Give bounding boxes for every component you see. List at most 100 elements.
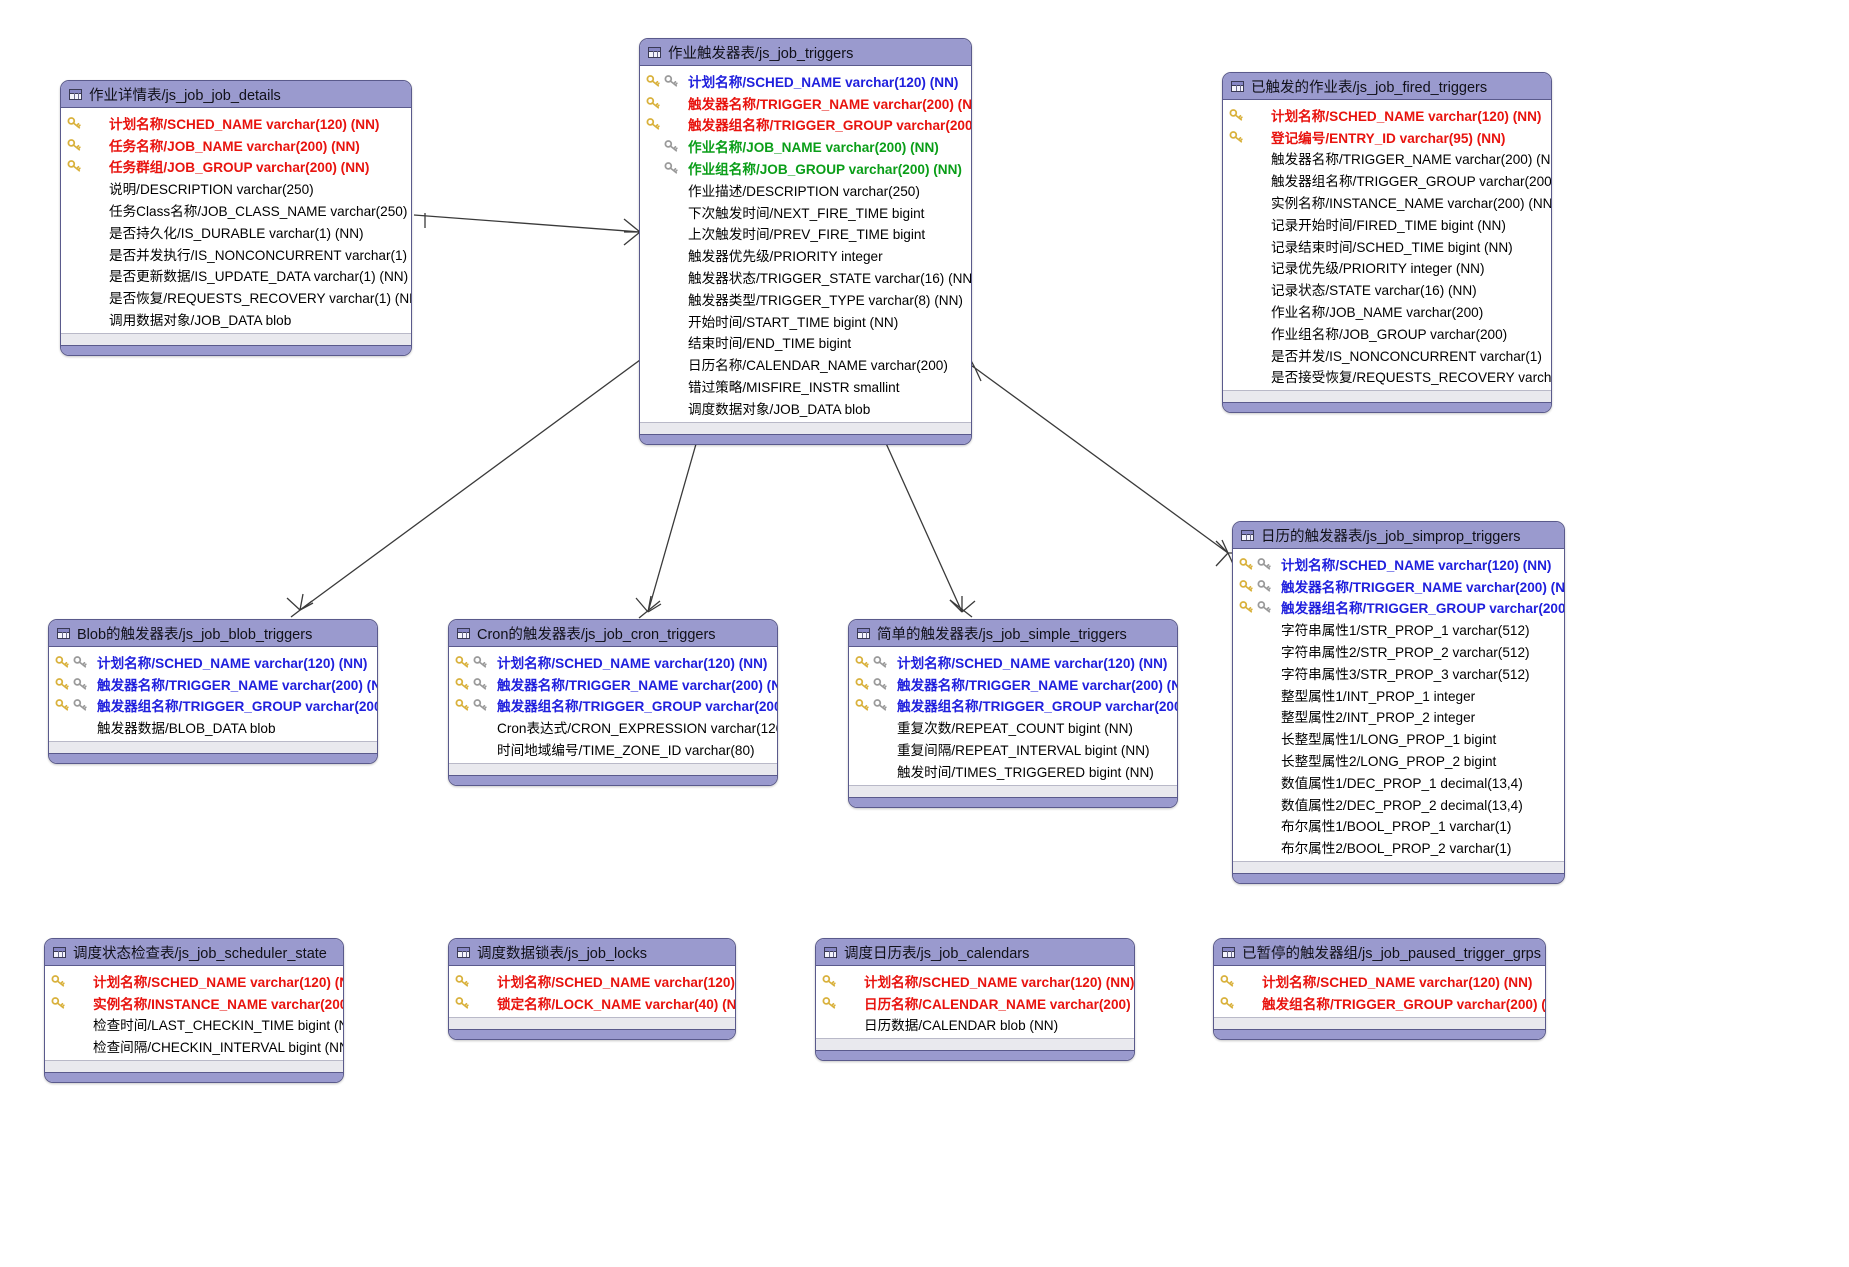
column-row[interactable]: 触发器名称/TRIGGER_NAME varchar(200) (NN) xyxy=(640,92,971,114)
entity-js_job_simple_triggers[interactable]: 简单的触发器表/js_job_simple_triggers 计划名称/SCHED… xyxy=(848,619,1178,808)
entity-js_job_scheduler_state[interactable]: 调度状态检查表/js_job_scheduler_state 计划名称/SCHED… xyxy=(44,938,344,1084)
column-row[interactable]: 作业组名称/JOB_GROUP varchar(200) xyxy=(1223,322,1551,344)
column-row[interactable]: 数值属性2/DEC_PROP_2 decimal(13,4) xyxy=(1233,793,1564,815)
column-row[interactable]: 触发器名称/TRIGGER_NAME varchar(200) (NN) xyxy=(849,673,1177,695)
entity-js_job_fired_triggers[interactable]: 已触发的作业表/js_job_fired_triggers 计划名称/SCHED_… xyxy=(1222,72,1552,414)
column-row[interactable]: 触发器名称/TRIGGER_NAME varchar(200) (NN) xyxy=(1223,148,1551,170)
column-row[interactable]: 整型属性2/INT_PROP_2 integer xyxy=(1233,706,1564,728)
column-row[interactable]: 登记编号/ENTRY_ID varchar(95) (NN) xyxy=(1223,126,1551,148)
column-row[interactable]: 是否持久化/IS_DURABLE varchar(1) (NN) xyxy=(61,221,411,243)
column-row[interactable]: 字符串属性2/STR_PROP_2 varchar(512) xyxy=(1233,640,1564,662)
column-row[interactable]: 布尔属性2/BOOL_PROP_2 varchar(1) xyxy=(1233,836,1564,858)
column-row[interactable]: Cron表达式/CRON_EXPRESSION varchar(120) (NN… xyxy=(449,716,777,738)
column-row[interactable]: 字符串属性3/STR_PROP_3 varchar(512) xyxy=(1233,662,1564,684)
column-row[interactable]: 计划名称/SCHED_NAME varchar(120) (NN) xyxy=(1214,970,1545,992)
column-row[interactable]: 实例名称/INSTANCE_NAME varchar(200) (NN) xyxy=(1223,191,1551,213)
column-row[interactable]: 是否并发/IS_NONCONCURRENT varchar(1) xyxy=(1223,344,1551,366)
column-row[interactable]: 触发器组名称/TRIGGER_GROUP varchar(200) (NN) xyxy=(640,114,971,136)
column-row[interactable]: 计划名称/SCHED_NAME varchar(120) (NN) xyxy=(1223,104,1551,126)
entity-header-js_job_calendars[interactable]: 调度日历表/js_job_calendars xyxy=(816,939,1134,966)
entity-header-js_job_cron_triggers[interactable]: Cron的触发器表/js_job_cron_triggers xyxy=(449,620,777,647)
column-row[interactable]: 上次触发时间/PREV_FIRE_TIME bigint xyxy=(640,223,971,245)
entity-header-js_job_simprop_triggers[interactable]: 日历的触发器表/js_job_simprop_triggers xyxy=(1233,522,1564,549)
entity-js_job_cron_triggers[interactable]: Cron的触发器表/js_job_cron_triggers 计划名称/SCHED… xyxy=(448,619,778,786)
column-row[interactable]: 计划名称/SCHED_NAME varchar(120) (NN) xyxy=(640,70,971,92)
column-row[interactable]: 记录结束时间/SCHED_TIME bigint (NN) xyxy=(1223,235,1551,257)
entity-header-js_job_triggers[interactable]: 作业触发器表/js_job_triggers xyxy=(640,39,971,66)
entity-js_job_blob_triggers[interactable]: Blob的触发器表/js_job_blob_triggers 计划名称/SCHED… xyxy=(48,619,378,765)
column-row[interactable]: 是否并发执行/IS_NONCONCURRENT varchar(1) (NN) xyxy=(61,243,411,265)
column-row[interactable]: 计划名称/SCHED_NAME varchar(120) (NN) xyxy=(449,651,777,673)
column-row[interactable]: 下次触发时间/NEXT_FIRE_TIME bigint xyxy=(640,201,971,223)
column-row[interactable]: 错过策略/MISFIRE_INSTR smallint xyxy=(640,375,971,397)
column-row[interactable]: 日历名称/CALENDAR_NAME varchar(200) (NN) xyxy=(816,992,1134,1014)
column-row[interactable]: 计划名称/SCHED_NAME varchar(120) (NN) xyxy=(45,970,343,992)
column-row[interactable]: 实例名称/INSTANCE_NAME varchar(200) (NN) xyxy=(45,992,343,1014)
column-row[interactable]: 任务Class名称/JOB_CLASS_NAME varchar(250) (N… xyxy=(61,199,411,221)
column-row[interactable]: 触发器组名称/TRIGGER_GROUP varchar(200) (NN) xyxy=(49,695,377,717)
column-row[interactable]: 任务名称/JOB_NAME varchar(200) (NN) xyxy=(61,134,411,156)
column-row[interactable]: 作业名称/JOB_NAME varchar(200) xyxy=(1223,300,1551,322)
entity-header-js_job_blob_triggers[interactable]: Blob的触发器表/js_job_blob_triggers xyxy=(49,620,377,647)
column-row[interactable]: 检查间隔/CHECKIN_INTERVAL bigint (NN) xyxy=(45,1035,343,1057)
column-row[interactable]: 布尔属性1/BOOL_PROP_1 varchar(1) xyxy=(1233,815,1564,837)
column-row[interactable]: 记录优先级/PRIORITY integer (NN) xyxy=(1223,257,1551,279)
entity-header-js_job_job_details[interactable]: 作业详情表/js_job_job_details xyxy=(61,81,411,108)
column-row[interactable]: 任务群组/JOB_GROUP varchar(200) (NN) xyxy=(61,156,411,178)
column-row[interactable]: 日历名称/CALENDAR_NAME varchar(200) xyxy=(640,353,971,375)
column-row[interactable]: 触发器数据/BLOB_DATA blob xyxy=(49,716,377,738)
column-row[interactable]: 计划名称/SCHED_NAME varchar(120) (NN) xyxy=(61,112,411,134)
column-row[interactable]: 触发时间/TIMES_TRIGGERED bigint (NN) xyxy=(849,760,1177,782)
column-row[interactable]: 长整型属性1/LONG_PROP_1 bigint xyxy=(1233,727,1564,749)
column-row[interactable]: 检查时间/LAST_CHECKIN_TIME bigint (NN) xyxy=(45,1014,343,1036)
column-row[interactable]: 作业组名称/JOB_GROUP varchar(200) (NN) xyxy=(640,157,971,179)
column-row[interactable]: 是否恢复/REQUESTS_RECOVERY varchar(1) (NN) xyxy=(61,286,411,308)
column-row[interactable]: 触发器类型/TRIGGER_TYPE varchar(8) (NN) xyxy=(640,288,971,310)
column-row[interactable]: 计划名称/SCHED_NAME varchar(120) (NN) xyxy=(449,970,735,992)
entity-header-js_job_paused_trigger_grps[interactable]: 已暂停的触发器组/js_job_paused_trigger_grps xyxy=(1214,939,1545,966)
column-row[interactable]: 整型属性1/INT_PROP_1 integer xyxy=(1233,684,1564,706)
column-row[interactable]: 记录开始时间/FIRED_TIME bigint (NN) xyxy=(1223,213,1551,235)
column-row[interactable]: 说明/DESCRIPTION varchar(250) xyxy=(61,177,411,199)
column-row[interactable]: 触发器名称/TRIGGER_NAME varchar(200) (NN) xyxy=(449,673,777,695)
column-row[interactable]: 触发器组名称/TRIGGER_GROUP varchar(200) (NN) xyxy=(1223,169,1551,191)
column-row[interactable]: 计划名称/SCHED_NAME varchar(120) (NN) xyxy=(816,970,1134,992)
column-row[interactable]: 计划名称/SCHED_NAME varchar(120) (NN) xyxy=(849,651,1177,673)
column-row[interactable]: 重复间隔/REPEAT_INTERVAL bigint (NN) xyxy=(849,738,1177,760)
column-row[interactable]: 触发器组名称/TRIGGER_GROUP varchar(200) (NN) xyxy=(849,695,1177,717)
column-row[interactable]: 时间地域编号/TIME_ZONE_ID varchar(80) xyxy=(449,738,777,760)
column-row[interactable]: 触发器组名称/TRIGGER_GROUP varchar(200) (NN) xyxy=(1233,597,1564,619)
column-row[interactable]: 调用数据对象/JOB_DATA blob xyxy=(61,308,411,330)
column-row[interactable]: 日历数据/CALENDAR blob (NN) xyxy=(816,1014,1134,1036)
column-row[interactable]: 是否更新数据/IS_UPDATE_DATA varchar(1) (NN) xyxy=(61,265,411,287)
entity-header-js_job_simple_triggers[interactable]: 简单的触发器表/js_job_simple_triggers xyxy=(849,620,1177,647)
column-row[interactable]: 数值属性1/DEC_PROP_1 decimal(13,4) xyxy=(1233,771,1564,793)
entity-js_job_triggers[interactable]: 作业触发器表/js_job_triggers 计划名称/SCHED_NAME va… xyxy=(639,38,972,445)
column-row[interactable]: 结束时间/END_TIME bigint xyxy=(640,332,971,354)
column-row[interactable]: 锁定名称/LOCK_NAME varchar(40) (NN) xyxy=(449,992,735,1014)
column-row[interactable]: 触发器组名称/TRIGGER_GROUP varchar(200) (NN) xyxy=(449,695,777,717)
entity-js_job_simprop_triggers[interactable]: 日历的触发器表/js_job_simprop_triggers 计划名称/SCHE… xyxy=(1232,521,1565,885)
entity-header-js_job_fired_triggers[interactable]: 已触发的作业表/js_job_fired_triggers xyxy=(1223,73,1551,100)
column-row[interactable]: 计划名称/SCHED_NAME varchar(120) (NN) xyxy=(1233,553,1564,575)
column-row[interactable]: 开始时间/START_TIME bigint (NN) xyxy=(640,310,971,332)
column-row[interactable]: 字符串属性1/STR_PROP_1 varchar(512) xyxy=(1233,618,1564,640)
entity-js_job_locks[interactable]: 调度数据锁表/js_job_locks 计划名称/SCHED_NAME varch… xyxy=(448,938,736,1040)
entity-header-js_job_locks[interactable]: 调度数据锁表/js_job_locks xyxy=(449,939,735,966)
column-row[interactable]: 触发器优先级/PRIORITY integer xyxy=(640,244,971,266)
column-row[interactable]: 触发器名称/TRIGGER_NAME varchar(200) (NN) xyxy=(49,673,377,695)
entity-js_job_job_details[interactable]: 作业详情表/js_job_job_details 计划名称/SCHED_NAME … xyxy=(60,80,412,356)
entity-js_job_paused_trigger_grps[interactable]: 已暂停的触发器组/js_job_paused_trigger_grps 计划名称/… xyxy=(1213,938,1546,1040)
column-row[interactable]: 调度数据对象/JOB_DATA blob xyxy=(640,397,971,419)
column-row[interactable]: 触发器状态/TRIGGER_STATE varchar(16) (NN) xyxy=(640,266,971,288)
column-row[interactable]: 是否接受恢复/REQUESTS_RECOVERY varchar(1) xyxy=(1223,366,1551,388)
column-row[interactable]: 触发组名称/TRIGGER_GROUP varchar(200) (NN) xyxy=(1214,992,1545,1014)
column-row[interactable]: 计划名称/SCHED_NAME varchar(120) (NN) xyxy=(49,651,377,673)
column-row[interactable]: 作业描述/DESCRIPTION varchar(250) xyxy=(640,179,971,201)
column-row[interactable]: 长整型属性2/LONG_PROP_2 bigint xyxy=(1233,749,1564,771)
entity-js_job_calendars[interactable]: 调度日历表/js_job_calendars 计划名称/SCHED_NAME va… xyxy=(815,938,1135,1062)
column-row[interactable]: 重复次数/REPEAT_COUNT bigint (NN) xyxy=(849,716,1177,738)
column-row[interactable]: 作业名称/JOB_NAME varchar(200) (NN) xyxy=(640,135,971,157)
column-row[interactable]: 触发器名称/TRIGGER_NAME varchar(200) (NN) xyxy=(1233,575,1564,597)
entity-header-js_job_scheduler_state[interactable]: 调度状态检查表/js_job_scheduler_state xyxy=(45,939,343,966)
